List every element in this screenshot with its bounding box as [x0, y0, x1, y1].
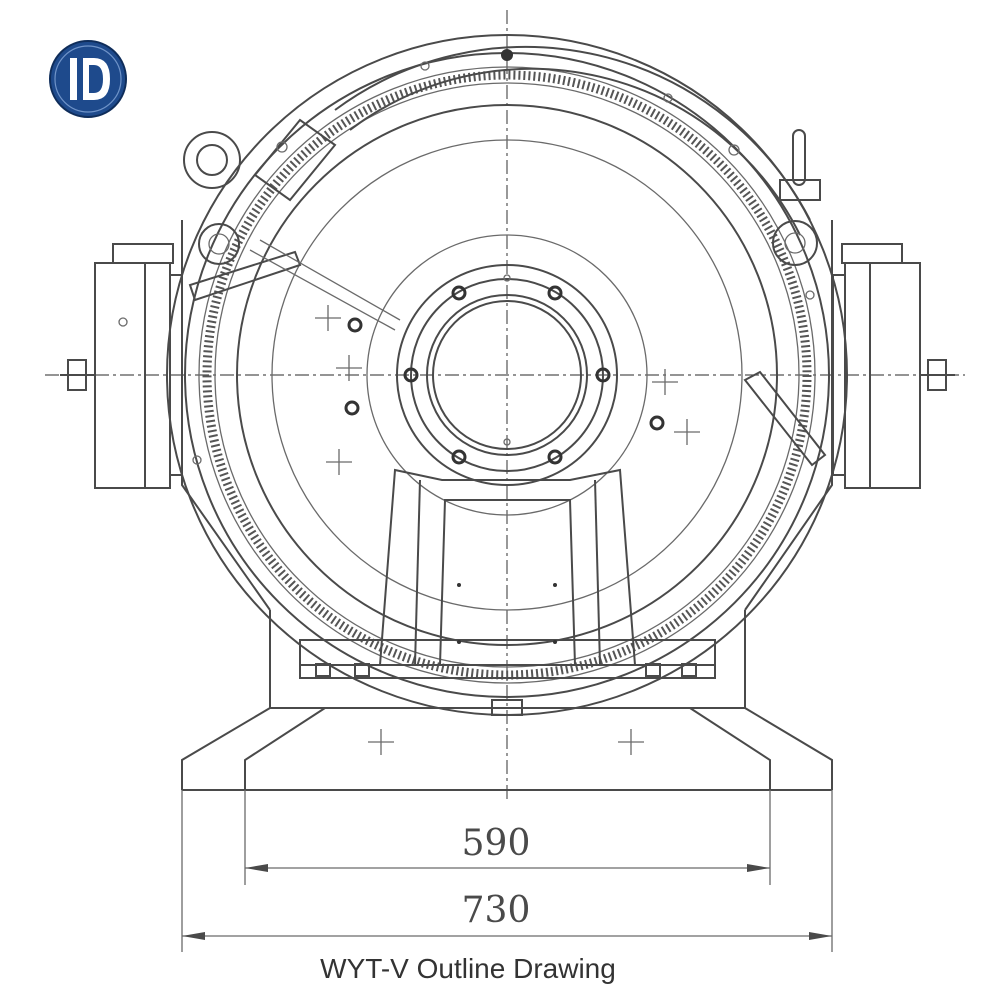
dimension-590: 590 [244, 790, 771, 885]
base-plate [181, 610, 833, 791]
sheave-holes [192, 49, 815, 465]
cross-marks [315, 305, 700, 755]
dimension-730: 730 [181, 790, 833, 952]
bearing-hub [396, 264, 618, 486]
brake-magnet-right [832, 243, 955, 489]
machine-housing [166, 34, 848, 716]
brake-arm-right [743, 129, 827, 467]
brake-arm-left [183, 118, 401, 331]
dimension-730-label: 730 [462, 890, 531, 931]
brake-magnet-left [60, 243, 183, 489]
d-mark-logo-icon [49, 40, 127, 118]
dimension-590-label: 590 [462, 823, 531, 864]
pedestal [299, 468, 716, 679]
drawing-caption: WYT-V Outline Drawing [320, 953, 616, 984]
